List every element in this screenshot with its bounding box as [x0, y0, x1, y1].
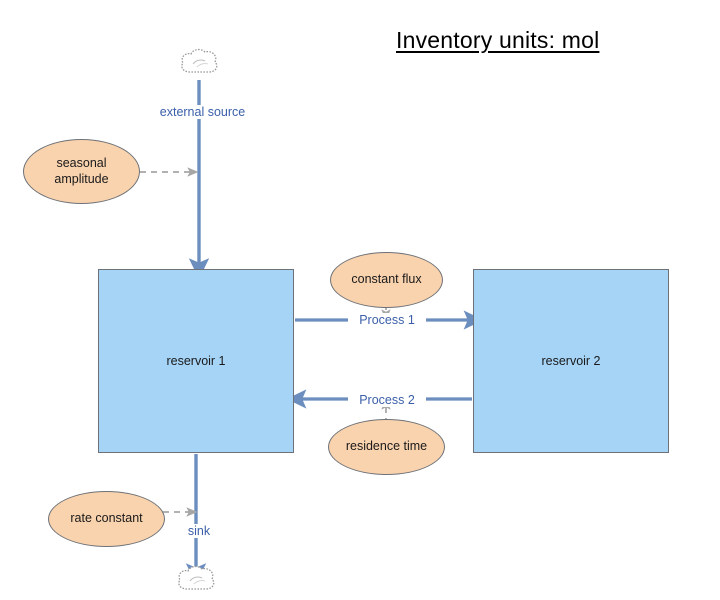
parameter-constant-flux[interactable]: constant flux [330, 252, 443, 308]
reservoir-1-box[interactable]: reservoir 1 [98, 269, 294, 453]
rate-constant-label: rate constant [70, 511, 143, 526]
source-cloud-icon [181, 48, 218, 73]
page-title: Inventory units: mol [396, 27, 600, 53]
flow-label-process-1: Process 1 [348, 313, 426, 327]
reservoir-2-box[interactable]: reservoir 2 [473, 269, 669, 453]
reservoir-1-label: reservoir 1 [166, 354, 226, 368]
parameter-seasonal-amplitude[interactable]: seasonal amplitude [23, 139, 140, 204]
flow-label-external-source: external source [151, 105, 254, 119]
flow-label-sink: sink [176, 524, 222, 538]
residence-time-label: residence time [345, 439, 428, 454]
sink-cloud-icon [178, 565, 215, 590]
reservoir-2-label: reservoir 2 [541, 354, 601, 368]
constant-flux-label: constant flux [351, 272, 422, 287]
seasonal-amplitude-line-2: amplitude [54, 171, 109, 186]
parameter-rate-constant[interactable]: rate constant [48, 491, 165, 547]
parameter-residence-time[interactable]: residence time [328, 419, 445, 475]
flow-label-process-2: Process 2 [348, 393, 426, 407]
seasonal-amplitude-label: seasonal amplitude [48, 156, 114, 187]
seasonal-amplitude-line-1: seasonal [56, 155, 107, 170]
